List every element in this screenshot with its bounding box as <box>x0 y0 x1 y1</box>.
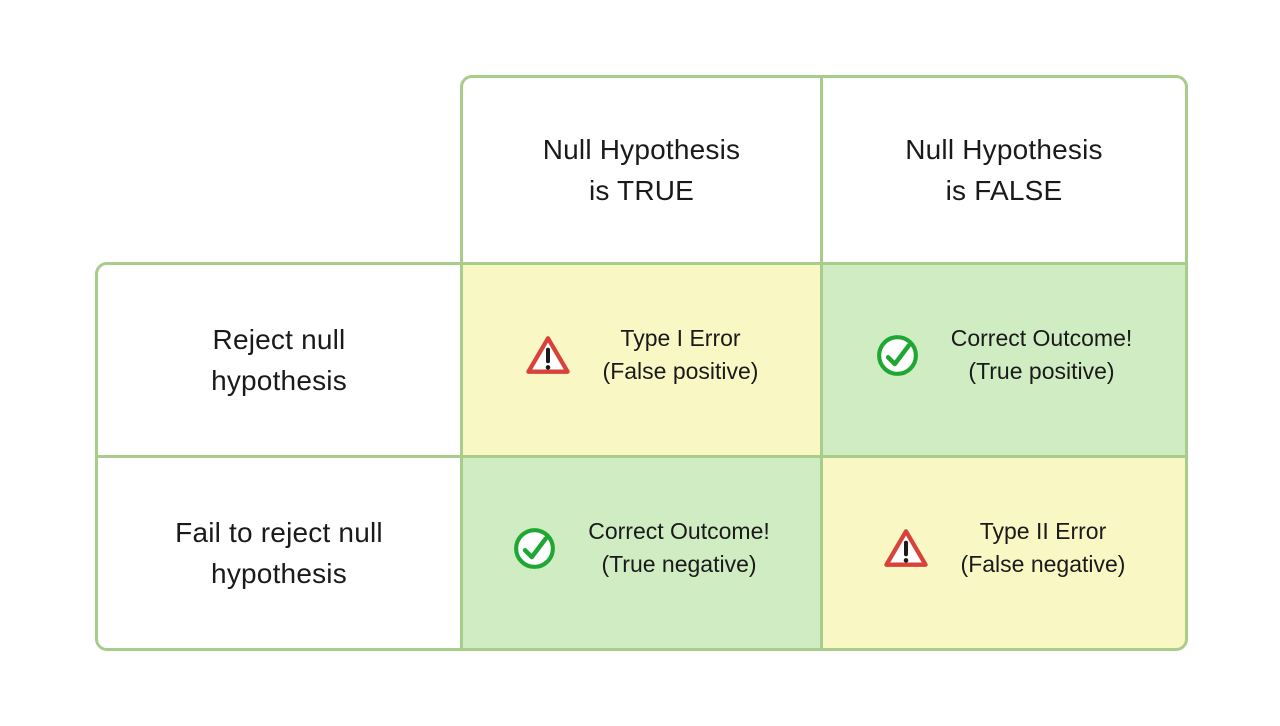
cell-true-negative: Correct Outcome! (True negative) <box>460 455 823 651</box>
column-header-line: is TRUE <box>588 175 695 206</box>
cell-label-line: Type II Error <box>979 518 1107 544</box>
cell-label-line: Correct Outcome! <box>950 325 1133 351</box>
row-header-line: hypothesis <box>211 365 347 396</box>
row-header-reject: Reject null hypothesis <box>95 262 463 458</box>
row-header-line: hypothesis <box>211 558 347 589</box>
check-icon <box>876 334 919 377</box>
warning-icon <box>525 334 571 376</box>
column-header-line: Null Hypothesis <box>542 134 741 165</box>
row-header-line: Fail to reject null <box>175 517 383 548</box>
warning-icon <box>883 527 929 569</box>
cell-label-line: (True positive) <box>968 358 1115 384</box>
cell-label-line: Type I Error <box>620 325 741 351</box>
cell-label-line: (True negative) <box>601 551 757 577</box>
cell-label-line: (False negative) <box>960 551 1126 577</box>
cell-type-2-error: Type II Error (False negative) <box>820 455 1188 651</box>
column-header-null-false: Null Hypothesis is FALSE <box>820 75 1188 265</box>
cell-label-line: (False positive) <box>602 358 759 384</box>
check-icon <box>513 527 556 570</box>
row-header-line: Reject null <box>212 324 346 355</box>
cell-type-1-error: Type I Error (False positive) <box>460 262 823 458</box>
column-header-line: is FALSE <box>945 175 1063 206</box>
row-header-fail-to-reject: Fail to reject null hypothesis <box>95 455 463 651</box>
column-header-line: Null Hypothesis <box>905 134 1103 165</box>
cell-label-line: Correct Outcome! <box>588 518 770 544</box>
column-header-null-true: Null Hypothesis is TRUE <box>460 75 823 265</box>
cell-true-positive: Correct Outcome! (True positive) <box>820 262 1188 458</box>
